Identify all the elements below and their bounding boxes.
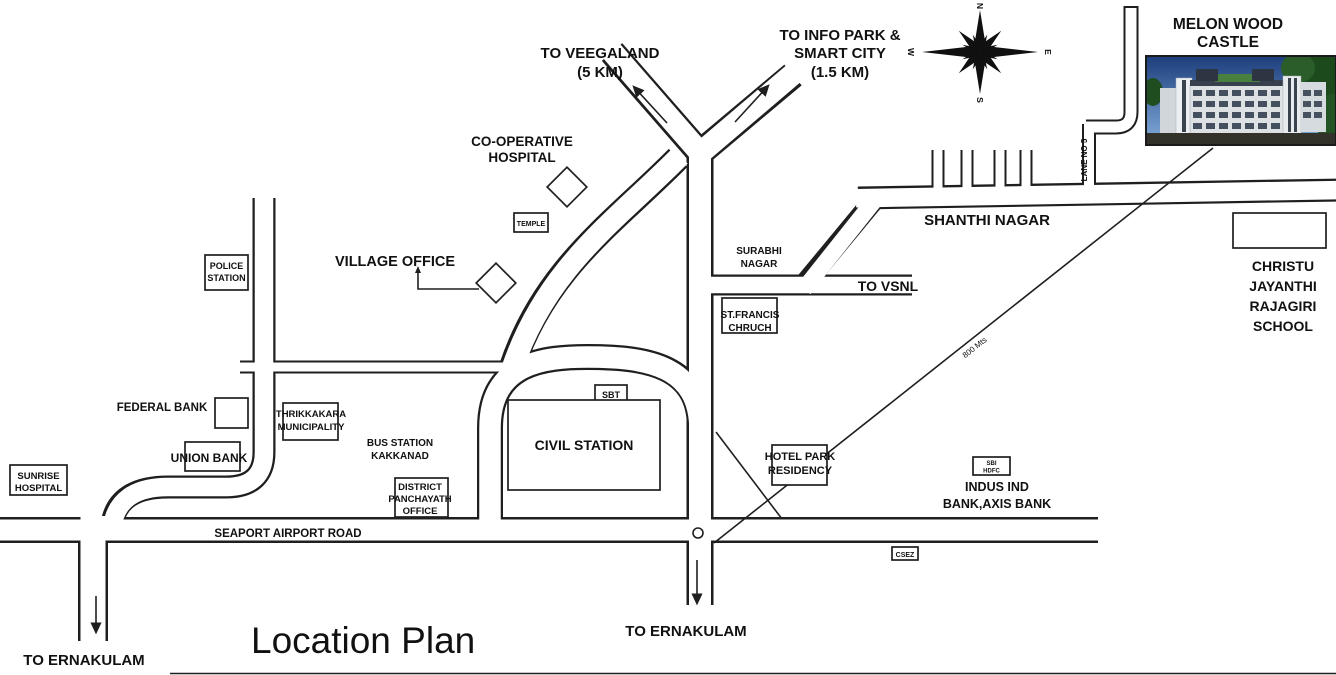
label-stfrancis-1: ST.FRANCIS xyxy=(721,310,780,321)
village-office-leader xyxy=(417,272,479,290)
label-thrikkakara-1: THRIKKAKARA xyxy=(276,409,346,420)
castle-building xyxy=(1160,69,1326,135)
label-hdfc: HDFC xyxy=(983,469,1000,475)
union-bank-box xyxy=(184,441,241,472)
label-district-3: OFFICE xyxy=(403,506,438,517)
label-sunrise-2: HOSPITAL xyxy=(15,483,63,494)
road-castle-lane xyxy=(1086,6,1139,135)
police-station-box xyxy=(204,254,249,291)
label-civil-station: CIVIL STATION xyxy=(535,437,634,453)
compass-rose: N S W E xyxy=(906,3,1053,103)
label-800-mts: 800 Mts xyxy=(961,335,989,360)
school-building xyxy=(1232,212,1327,249)
castle-ground xyxy=(1146,133,1336,145)
compass-east-label: E xyxy=(1043,49,1053,55)
label-district-1: DISTRICT xyxy=(398,482,442,493)
label-hotel-2: RESIDENCY xyxy=(768,465,833,477)
sbi-hdfc-box xyxy=(972,456,1011,476)
label-district-2: PANCHAYATH xyxy=(388,494,451,505)
label-school-4: SCHOOL xyxy=(1253,318,1313,334)
village-office-building xyxy=(474,261,518,305)
label-indus-2: BANK,AXIS BANK xyxy=(943,497,1051,511)
compass-south-label: S xyxy=(975,97,985,103)
label-coop-2: HOSPITAL xyxy=(488,150,555,165)
label-coop-1: CO-OPERATIVE xyxy=(471,134,573,149)
castle-photo xyxy=(1145,55,1336,146)
label-hotel-1: HOTEL PARK xyxy=(765,451,836,463)
hotel-park-box xyxy=(771,444,828,486)
thrikkakara-box xyxy=(282,402,339,441)
label-to-infopark-1: TO INFO PARK & xyxy=(779,27,900,44)
roundabout-circle xyxy=(692,527,704,539)
junction-flare-line xyxy=(715,431,783,520)
label-seaport-road: SEAPORT AIRPORT ROAD xyxy=(214,528,361,540)
label-bus-2: KAKKANAD xyxy=(371,451,429,462)
st-francis-box xyxy=(721,297,778,334)
project-name-line2: CASTLE xyxy=(1197,34,1259,51)
landmark-buildings xyxy=(9,165,1327,561)
project-name-line1: MELON WOOD xyxy=(1173,16,1283,33)
label-csez: CSEZ xyxy=(896,552,915,559)
label-to-veegaland: TO VEEGALAND xyxy=(541,45,660,62)
label-ernakulam-south: TO ERNAKULAM xyxy=(625,623,746,640)
label-bus-1: BUS STATION xyxy=(367,438,433,449)
label-shanthi-nagar: SHANTHI NAGAR xyxy=(924,212,1050,229)
coop-hospital-building xyxy=(545,165,589,209)
label-to-vsnl: TO VSNL xyxy=(858,278,919,294)
label-thrikkakara-2: MUNICIPALITY xyxy=(278,422,346,433)
label-to-infopark-2: SMART CITY xyxy=(794,45,886,62)
civil-station-box xyxy=(507,399,661,491)
temple-box xyxy=(513,212,549,233)
castle-photo-frame xyxy=(1145,55,1336,146)
label-to-veegaland-km: (5 KM) xyxy=(577,64,623,81)
label-police-2: STATION xyxy=(207,273,245,283)
label-temple: TEMPLE xyxy=(517,221,546,228)
infopark-arrow xyxy=(734,84,770,123)
compass-north-label: N xyxy=(975,3,985,9)
label-lane-no-5: LANE NO 5 xyxy=(1080,138,1089,181)
label-stfrancis-2: CHRUCH xyxy=(728,323,771,334)
label-sunrise-1: SUNRISE xyxy=(17,471,59,482)
district-panchayath-box xyxy=(394,477,449,518)
label-school-3: RAJAGIRI xyxy=(1250,298,1317,314)
village-office-leader-arrow xyxy=(415,266,421,273)
page-title: Location Plan xyxy=(251,620,475,661)
label-sbi: SBI xyxy=(986,461,996,467)
label-indus-1: INDUS IND xyxy=(965,480,1029,494)
label-to-infopark-km: (1.5 KM) xyxy=(811,64,869,81)
csez-box xyxy=(891,546,919,561)
label-surabhi-2: NAGAR xyxy=(741,259,778,270)
label-ernakulam-west: TO ERNAKULAM xyxy=(23,652,144,669)
label-school-2: JAYANTHI xyxy=(1249,278,1316,294)
label-federal-bank: FEDERAL BANK xyxy=(117,402,208,414)
compass-west-label: W xyxy=(906,48,916,57)
label-police-1: POLICE xyxy=(210,261,244,271)
label-sbt: SBT xyxy=(602,390,621,400)
road-network-fill xyxy=(0,8,1336,646)
label-school-1: CHRISTU xyxy=(1252,258,1314,274)
federal-bank-building xyxy=(214,397,249,429)
label-surabhi-1: SURABHI xyxy=(736,246,782,257)
label-union-bank: UNION BANK xyxy=(171,451,248,465)
veegaland-arrow xyxy=(632,85,668,124)
label-village-office: VILLAGE OFFICE xyxy=(335,254,455,270)
sunrise-hospital-box xyxy=(9,464,68,496)
